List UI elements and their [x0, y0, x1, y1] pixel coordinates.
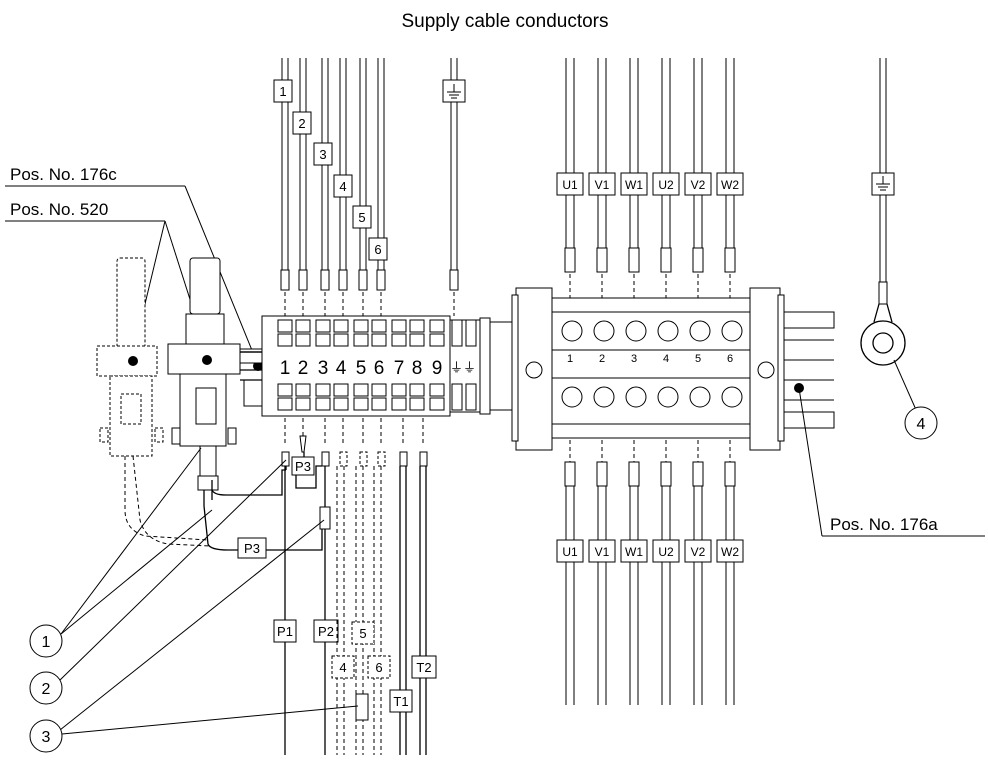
callout-1-label: 1: [42, 634, 51, 651]
block-number-3: 3: [631, 353, 637, 365]
earth-conductor-right: [860, 58, 918, 413]
terminal-number-6: 6: [374, 358, 385, 379]
phase-label-top-w2: W2: [721, 178, 739, 192]
pos-520-label: Pos. No. 520: [10, 200, 108, 219]
block-number-6: 6: [727, 353, 733, 365]
earth-terminal-marks: ⏚⏚: [450, 360, 476, 375]
ground-icon: [447, 84, 461, 99]
conductor-label-2: 2: [298, 116, 305, 131]
power-terminal-block: 1 2 3 4 5 6: [511, 287, 835, 451]
callout-4-label: 4: [917, 416, 926, 433]
phase-label-bottom-u1: U1: [562, 545, 578, 559]
phase-label-bottom-v1: V1: [595, 545, 610, 559]
terminal-number-4: 4: [336, 358, 347, 379]
block-number-4: 4: [663, 353, 669, 365]
terminal-upper-cells: [277, 319, 477, 347]
terminal-number-3: 3: [318, 358, 329, 379]
phase-label-top-u1: U1: [562, 178, 578, 192]
label-p2: P2: [318, 624, 334, 639]
phase-label-bottom-w2: W2: [721, 545, 739, 559]
conductor-label-5: 5: [358, 210, 365, 225]
label-p1: P1: [277, 624, 293, 639]
conductor-label-3: 3: [319, 147, 326, 162]
phase-label-top-w1: W1: [625, 178, 643, 192]
conductor-label-4-box: [333, 174, 353, 198]
conductor-label-2-box: [292, 111, 312, 135]
terminal-strip-1-9: 1 2 3 4 5 6 7 8 9 ⏚⏚: [240, 315, 517, 417]
label-dashed-6: 6: [375, 660, 382, 675]
terminal-number-9: 9: [432, 358, 443, 379]
conductor-label-6-box: [368, 237, 388, 261]
callout-4: 4: [904, 406, 938, 440]
label-dashed-5: 5: [359, 626, 366, 641]
callout-2-label: 2: [42, 681, 51, 698]
block-number-5: 5: [695, 353, 701, 365]
callout-3: 3: [29, 519, 359, 753]
diagram-title: Supply cable conductors: [401, 11, 608, 32]
terminal-number-7: 7: [394, 358, 405, 379]
phase-conductors-bottom: U1 V1 W1 U2 V2 W2: [556, 440, 744, 705]
terminal-number-1: 1: [280, 358, 291, 379]
block-number-1: 1: [567, 353, 573, 365]
label-t2: T2: [416, 660, 431, 675]
terminal-number-5: 5: [356, 358, 367, 379]
label-p3-lower: P3: [244, 541, 260, 556]
label-p3-upper: P3: [295, 459, 311, 474]
pressure-switch-assembly: [96, 257, 323, 551]
conductor-label-5-box: [352, 205, 372, 229]
conductor-label-3-box: [313, 142, 333, 166]
terminal-lower-cells: [277, 383, 477, 411]
callout-1: 1: [29, 447, 213, 658]
phase-label-top-v2: V2: [691, 178, 706, 192]
ground-icon-right: [876, 176, 890, 191]
phase-label-bottom-w1: W1: [625, 545, 643, 559]
supply-conductors-top: 1 2 3 4 5 6: [273, 58, 388, 316]
ring-lug: [860, 320, 906, 366]
conductor-label-1: 1: [279, 84, 286, 99]
callout-3-label: 3: [42, 729, 51, 746]
terminal-number-2: 2: [298, 358, 309, 379]
pos-176a-label: Pos. No. 176a: [830, 515, 938, 534]
label-t1: T1: [393, 694, 408, 709]
earth-conductor-top: [442, 58, 466, 316]
callout-2: 2: [29, 459, 287, 705]
lower-wiring: P3 P1 P2 P3 5 4 6 T1 T2: [237, 418, 437, 755]
phase-label-bottom-v2: V2: [691, 545, 706, 559]
terminal-number-8: 8: [412, 358, 423, 379]
pos-176c-label: Pos. No. 176c: [10, 165, 117, 184]
conductor-label-6: 6: [374, 242, 381, 257]
phase-label-bottom-u2: U2: [658, 545, 674, 559]
label-dashed-4: 4: [339, 660, 346, 675]
phase-label-top-u2: U2: [658, 178, 674, 192]
block-number-2: 2: [599, 353, 605, 365]
conductor-label-4: 4: [339, 179, 346, 194]
phase-label-top-v1: V1: [595, 178, 610, 192]
conductor-label-1-box: [273, 79, 293, 103]
phase-conductors-top: U1 V1 W1 U2 V2 W2: [556, 58, 744, 298]
